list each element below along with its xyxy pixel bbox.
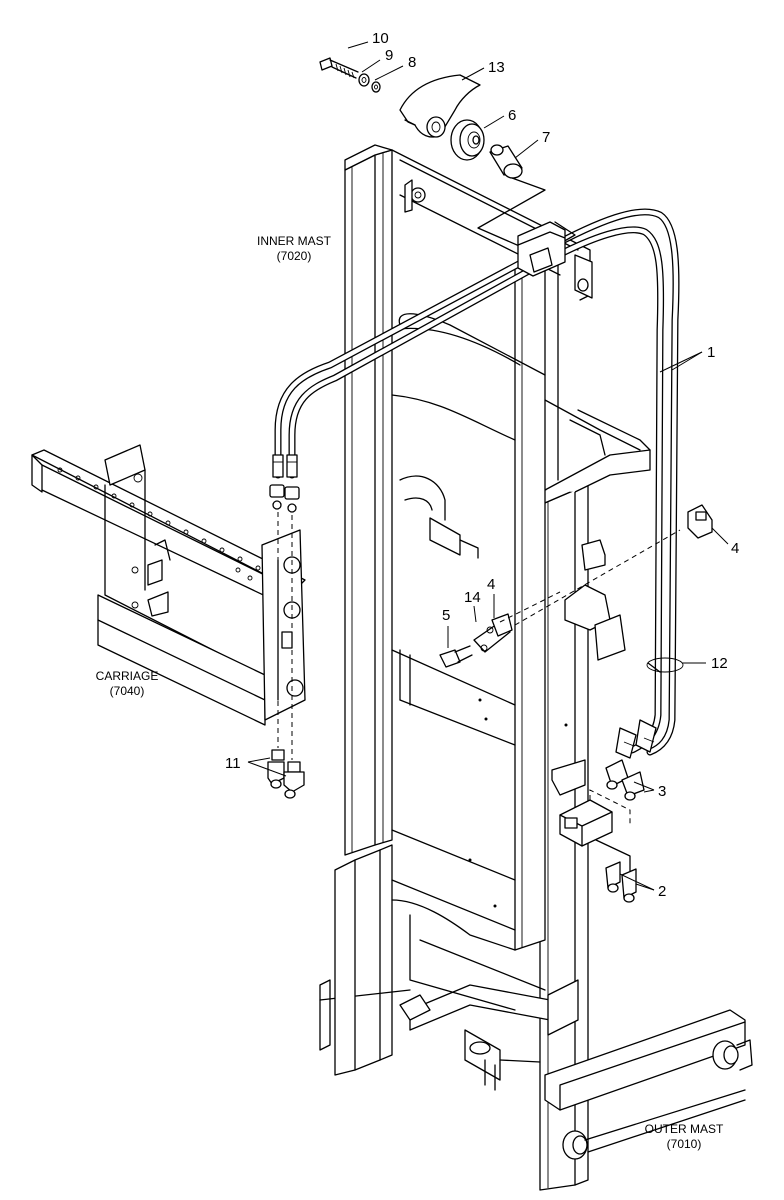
callout-2: 2	[658, 883, 666, 900]
sheave-assembly	[319, 57, 576, 277]
carriage	[31, 444, 306, 726]
carriage-label: CARRIAGE	[96, 669, 159, 683]
callout-5: 5	[442, 607, 450, 624]
callout-4-left: 4	[487, 576, 495, 593]
callout-7: 7	[542, 129, 550, 146]
block-bracket	[559, 789, 631, 881]
bolt-5	[439, 645, 473, 668]
inner-mast	[334, 144, 641, 1076]
outer-mast-number: (7010)	[667, 1137, 702, 1151]
elbow-fittings-3	[605, 759, 645, 801]
callout-3: 3	[658, 783, 666, 800]
callout-12: 12	[711, 655, 728, 672]
elbow-fittings-2	[605, 861, 637, 903]
outer-mast-label: OUTER MAST	[645, 1122, 724, 1136]
callout-14: 14	[464, 589, 481, 606]
callout-11: 11	[225, 755, 241, 772]
callout-1: 1	[707, 344, 715, 361]
callouts: 10 9 8 13 6 7 1 4 4 14 5 12 3 2 11	[225, 30, 739, 900]
clamp-4	[687, 504, 713, 539]
assembly-labels: INNER MAST (7020) CARRIAGE (7040) OUTER …	[96, 234, 724, 1151]
inner-mast-number: (7020)	[277, 249, 312, 263]
callout-4-right: 4	[731, 540, 739, 557]
carriage-number: (7040)	[110, 684, 145, 698]
callout-13: 13	[488, 59, 505, 76]
hydraulic-hoses	[269, 208, 684, 760]
inner-mast-label: INNER MAST	[257, 234, 332, 248]
callout-10: 10	[372, 30, 389, 47]
outer-mast	[319, 409, 753, 1191]
plate-14	[473, 613, 513, 653]
callout-8: 8	[408, 54, 416, 71]
elbow-fittings-11	[267, 749, 305, 799]
carriage-holes	[57, 467, 261, 571]
callout-6: 6	[508, 107, 516, 124]
callout-9: 9	[385, 47, 393, 64]
